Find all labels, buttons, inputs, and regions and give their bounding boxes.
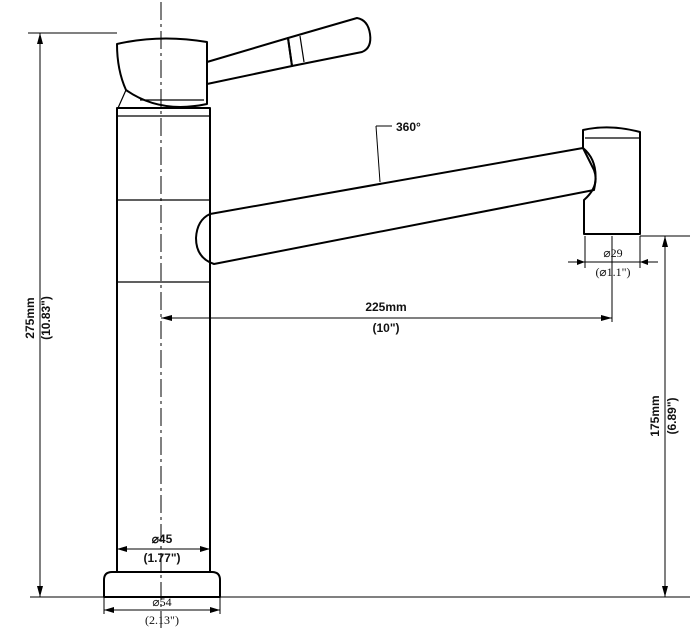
spout-height-inch: (6.89")	[665, 397, 679, 434]
rotation-label: 360°	[396, 120, 421, 134]
lever-grip-ring	[299, 35, 305, 63]
spout-height-arrow-bottom	[662, 586, 668, 597]
dimension-labels: 360° 225mm (10") 275mm (10.83") 175mm (6…	[23, 120, 679, 627]
spout-reach-arrow-left	[161, 315, 172, 321]
lever-arm	[206, 37, 293, 85]
overall-height-mm: 275mm	[23, 297, 37, 338]
overall-height-arrow-top	[37, 33, 43, 44]
spout-reach-inch: (10")	[372, 321, 399, 335]
overall-height-inch: (10.83")	[39, 296, 53, 340]
dimension-lines	[28, 2, 690, 628]
spout-reach-mm: 225mm	[365, 300, 406, 314]
base-dia-arrow-left	[104, 607, 114, 613]
base-diameter-inch: (2.13")	[145, 613, 179, 627]
spout-height-arrow-top	[662, 236, 668, 247]
handle-cap-lower	[117, 89, 204, 109]
body-dia-arrow-left	[117, 546, 127, 552]
outlet-arrow-right	[640, 259, 648, 265]
base-diameter-mm: ⌀54	[152, 595, 171, 609]
overall-height-arrow-bottom	[37, 586, 43, 597]
base-dia-arrow-right	[210, 607, 220, 613]
body-dia-arrow-right	[200, 546, 210, 552]
rotation-leader	[375, 125, 381, 183]
faucet-outline	[103, 17, 641, 598]
spout-tip	[582, 126, 641, 235]
spout-height-mm: 175mm	[648, 395, 662, 436]
outlet-diameter-inch: (⌀1.1")	[595, 265, 630, 279]
body-diameter-mm: ⌀45	[152, 532, 173, 546]
main-body	[116, 107, 211, 573]
outlet-diameter-mm: ⌀29	[603, 246, 622, 260]
handle-cap	[116, 37, 208, 108]
body-diameter-inch: (1.77")	[143, 551, 180, 565]
lever-grip	[287, 17, 372, 67]
base-ring	[103, 571, 221, 598]
outlet-arrow-left	[577, 259, 585, 265]
spout-tube	[195, 147, 597, 265]
spout-reach-arrow-right	[601, 315, 612, 321]
